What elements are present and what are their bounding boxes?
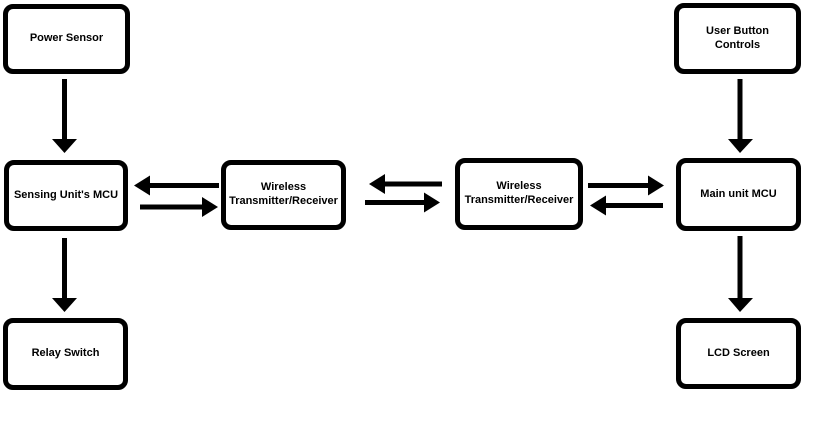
arrow-wireless-left-to-sensing-mcu <box>134 175 219 196</box>
arrow-wireless-left-to-wireless-right <box>365 192 440 213</box>
arrow-wireless-right-to-wireless-left <box>369 174 442 194</box>
node-label-wireless-right: Wireless Transmitter/Receiver <box>464 180 574 206</box>
arrow-head-right-icon <box>648 175 664 196</box>
arrow-head-left-icon <box>590 195 606 216</box>
arrow-head-down-icon <box>728 298 753 312</box>
node-main-unit-mcu: Main unit MCU <box>676 158 801 231</box>
arrow-main-mcu-to-lcd-screen <box>728 236 753 312</box>
node-label-sensing-unit-mcu: Sensing Unit's MCU <box>13 188 119 201</box>
node-relay-switch: Relay Switch <box>3 318 128 390</box>
node-power-sensor: Power Sensor <box>3 4 130 74</box>
arrow-head-left-icon <box>369 174 385 194</box>
arrow-head-right-icon <box>202 197 218 217</box>
node-user-button-controls: User Button Controls <box>674 3 801 74</box>
node-label-user-button-controls: User Button Controls <box>706 24 769 51</box>
arrow-head-down-icon <box>728 139 753 153</box>
node-wireless-transmitter-receiver-left: Wireless Transmitter/Receiver <box>221 160 346 230</box>
node-label-wireless-left: Wireless Transmitter/Receiver <box>229 181 338 207</box>
arrow-sensing-mcu-to-wireless-left <box>140 197 218 217</box>
node-label-lcd-screen: LCD Screen <box>707 346 770 359</box>
arrow-head-left-icon <box>134 175 150 196</box>
arrow-wireless-right-to-main-mcu <box>588 175 664 196</box>
arrow-head-down-icon <box>52 298 77 312</box>
node-lcd-screen: LCD Screen <box>676 318 801 389</box>
arrow-sensing-mcu-to-relay-switch <box>52 238 77 312</box>
node-sensing-unit-mcu: Sensing Unit's MCU <box>4 160 128 231</box>
arrow-power-sensor-to-sensing-mcu <box>52 79 77 153</box>
arrow-user-buttons-to-main-mcu <box>728 79 753 153</box>
node-label-power-sensor: Power Sensor <box>29 32 104 45</box>
node-label-main-unit-mcu: Main unit MCU <box>700 187 777 200</box>
node-wireless-transmitter-receiver-right: Wireless Transmitter/Receiver <box>455 158 583 230</box>
arrow-head-right-icon <box>424 192 440 213</box>
arrow-main-mcu-to-wireless-right <box>590 195 663 216</box>
node-label-relay-switch: Relay Switch <box>31 347 100 360</box>
arrow-head-down-icon <box>52 139 77 153</box>
